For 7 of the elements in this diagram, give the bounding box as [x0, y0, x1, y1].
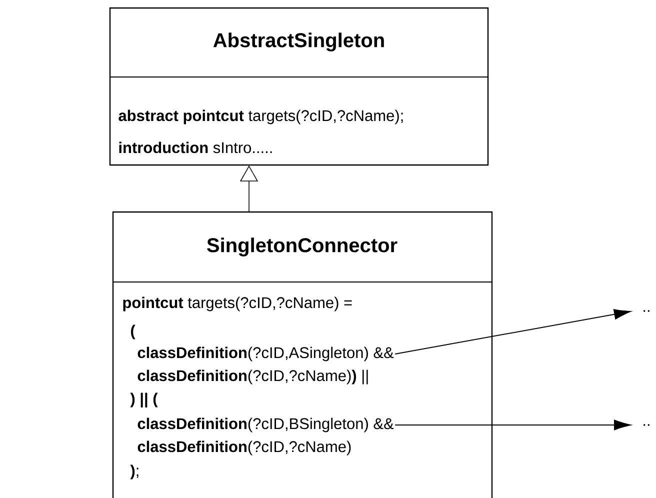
class-box: AbstractSingleton abstract pointcut targets(?cID,?cName); introduction sIntro.....	[109, 7, 489, 166]
code-line: classDefinition(?cID,BSingleton) &&	[138, 418, 394, 432]
ellipsis-text: ..	[644, 424, 650, 426]
ellipsis-text: ..	[644, 310, 650, 312]
code-line: classDefinition(?cID,ASingleton) &&	[138, 346, 394, 362]
arrow	[394, 420, 631, 430]
arrow	[394, 309, 631, 354]
